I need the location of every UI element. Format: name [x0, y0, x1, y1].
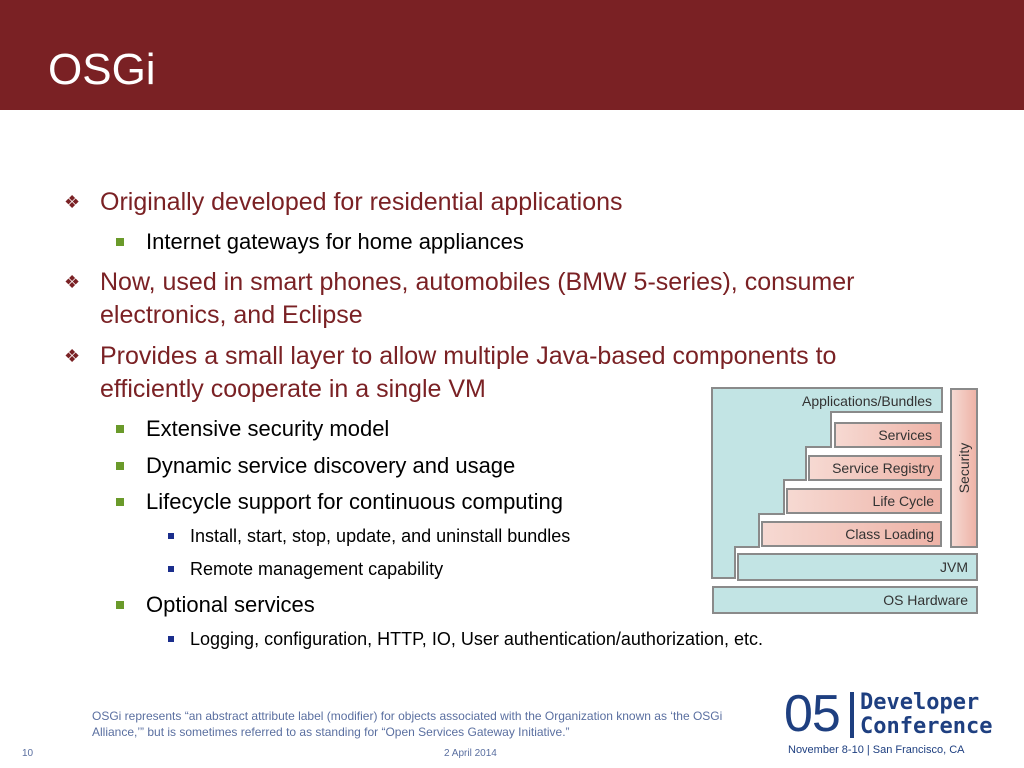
bullet-text: Provides a small layer to allow multiple… [100, 342, 837, 370]
conference-logo: 05 Developer Conference November 8-10 | … [784, 685, 992, 766]
bullet-text: Now, used in smart phones, automobiles (… [100, 268, 855, 296]
bullet-text: Optional services [146, 592, 315, 617]
bullet-item: Optional services [116, 592, 315, 618]
title-bar: OSGi [0, 0, 1024, 110]
logo-number: 05 [784, 685, 841, 743]
bullet-item: ❖ Now, used in smart phones, automobiles… [64, 266, 855, 332]
logo-word-conference: Conference [860, 714, 993, 739]
footnote: OSGi represents “an abstract attribute l… [92, 709, 723, 739]
bullet-text: Logging, configuration, HTTP, IO, User a… [190, 629, 763, 649]
square-bullet-icon [168, 533, 174, 539]
bullet-item: Internet gateways for home appliances [116, 229, 524, 255]
square-bullet-icon [116, 238, 124, 246]
diamond-bullet-icon: ❖ [64, 192, 81, 212]
slide-date: 2 April 2014 [444, 748, 497, 759]
logo-word-developer: Developer [860, 690, 980, 715]
bullet-text: Extensive security model [146, 416, 390, 441]
diamond-bullet-icon: ❖ [64, 272, 81, 292]
square-bullet-icon [116, 498, 124, 506]
bullet-text: Lifecycle support for continuous computi… [146, 489, 564, 514]
bullet-text-continued: efficiently cooperate in a single VM [100, 375, 486, 403]
square-bullet-icon [116, 425, 124, 433]
bullet-text: Remote management capability [190, 559, 444, 579]
bullet-item: ❖ Provides a small layer to allow multip… [64, 340, 837, 406]
square-bullet-icon [168, 566, 174, 572]
bullet-item: Extensive security model [116, 416, 390, 442]
bullet-item: Logging, configuration, HTTP, IO, User a… [168, 628, 763, 650]
bullet-text: Dynamic service discovery and usage [146, 453, 516, 478]
square-bullet-icon [116, 601, 124, 609]
square-bullet-icon [168, 636, 174, 642]
logo-subtitle: November 8-10 | San Francisco, CA [788, 744, 965, 756]
square-bullet-icon [116, 462, 124, 470]
bullet-item: Remote management capability [168, 558, 444, 580]
bullet-item: Dynamic service discovery and usage [116, 453, 516, 479]
bullet-item: Lifecycle support for continuous computi… [116, 489, 564, 515]
logo-divider [850, 692, 854, 738]
slide-number: 10 [22, 748, 34, 759]
diamond-bullet-icon: ❖ [64, 346, 81, 366]
bullet-text: Install, start, stop, update, and uninst… [190, 526, 571, 546]
bullet-text-continued: electronics, and Eclipse [100, 301, 363, 329]
bullet-item: ❖ Originally developed for residential a… [64, 186, 623, 219]
bullet-item: Install, start, stop, update, and uninst… [168, 525, 571, 547]
bullet-text: Internet gateways for home appliances [146, 229, 524, 254]
slide-title: OSGi [48, 45, 156, 94]
bullet-text: Originally developed for residential app… [100, 188, 623, 216]
